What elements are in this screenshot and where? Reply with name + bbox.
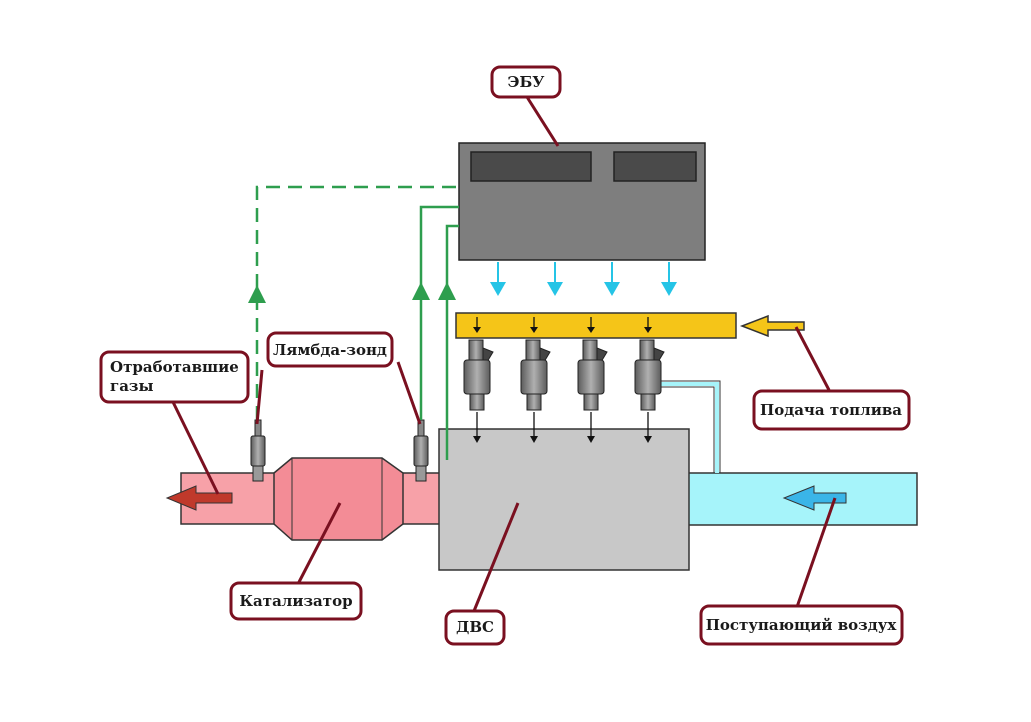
ecu-control-arrows: [490, 262, 677, 296]
label-air: Поступающий воздух: [706, 616, 898, 634]
callout-exhaust: Отработавшие газы: [99, 350, 250, 404]
lambda-sensor-front: [413, 419, 429, 482]
label-engine: ДВС: [456, 618, 494, 636]
callout-fuel: Подача топлива: [752, 389, 911, 431]
signal-arrow-rear: [248, 285, 266, 303]
callout-lambda: Лямбда-зонд: [266, 331, 394, 368]
air-arrow: [782, 485, 847, 511]
callout-catalyst: Катализатор: [229, 581, 363, 621]
fuel-supply-arrow: [739, 314, 805, 338]
callout-air: Поступающий воздух: [699, 604, 904, 646]
label-lambda: Лямбда-зонд: [273, 341, 387, 359]
exhaust-arrow: [165, 485, 233, 511]
injector-2: [520, 339, 551, 443]
fuel-rail-arrows: [473, 317, 652, 333]
fuel-rail: [455, 312, 737, 339]
signal-arrow-engine: [438, 282, 456, 300]
signal-arrow-front: [412, 282, 430, 300]
ecu-window-left: [470, 151, 592, 182]
ecu-window-right: [613, 151, 697, 182]
callout-leaders: [171, 96, 837, 612]
label-fuel: Подача топлива: [760, 401, 902, 419]
lambda-sensor-rear: [250, 419, 266, 482]
catalyst-body: [273, 457, 404, 541]
fuel-return-line: [655, 380, 721, 473]
injector-3: [577, 339, 608, 443]
injector-4: [634, 339, 665, 443]
callout-ecu: ЭБУ: [490, 65, 562, 99]
label-ecu: ЭБУ: [508, 73, 545, 91]
injector-1: [463, 339, 494, 443]
label-exhaust: Отработавшие газы: [110, 358, 244, 395]
engine-block: [438, 428, 690, 571]
callout-engine: ДВС: [444, 609, 506, 646]
label-catalyst: Катализатор: [239, 592, 352, 610]
signal-lines: [255, 185, 459, 460]
